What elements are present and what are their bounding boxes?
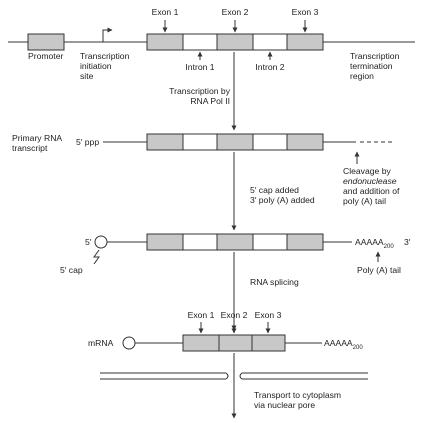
promoter-label: Promoter: [28, 51, 63, 61]
tx-init-label-2: initiation: [80, 61, 112, 71]
cleave-label-1: Cleavage by: [343, 166, 391, 176]
exon3-box: [286, 33, 324, 51]
mrna-exon2-label: Exon 2: [221, 310, 248, 320]
primary-transcript-row: Primary RNA transcript 5′ ppp Cleavage b…: [12, 133, 400, 206]
processed-exon3: [286, 233, 324, 251]
processed-exon2: [216, 233, 254, 251]
processed-intron2: [252, 233, 288, 251]
five-cap-label: 5′ cap: [60, 265, 83, 275]
mrna-label: mRNA: [88, 338, 114, 348]
processed-intron1: [182, 233, 218, 251]
cap-zigzag-pointer: [93, 249, 100, 265]
five-ppp-label: 5′ ppp: [76, 137, 99, 147]
five-prime-label: 5′: [85, 237, 92, 247]
mrna-exon3: [251, 334, 286, 352]
mrna-exon1: [182, 334, 220, 352]
gene-row: Exon 1 Exon 2 Exon 3 Promoter Transcript…: [8, 7, 415, 81]
mrna-exon3-label: Exon 3: [255, 310, 282, 320]
polyA-tail-label: Poly (A) tail: [357, 265, 401, 275]
cleave-label-3: and addition of: [343, 186, 400, 196]
exon3-label: Exon 3: [292, 7, 319, 17]
exon2-label: Exon 2: [222, 7, 249, 17]
cleave-label-2: endonuclease: [343, 176, 397, 186]
three-prime-label: 3′: [404, 237, 411, 247]
primary-label-1: Primary RNA: [12, 133, 62, 143]
cap-step-label-1: 5′ cap added: [250, 185, 299, 195]
intron1-label: Intron 1: [185, 62, 214, 72]
nuclear-envelope: [100, 372, 368, 380]
tx-init-label-1: Transcription: [80, 51, 130, 61]
five-cap-circle: [94, 235, 108, 249]
polyA-sequence: AAAAA200: [355, 237, 394, 250]
mrna-polyA: AAAAA200: [324, 338, 363, 351]
transport-label-1: Transport to cytoplasm: [254, 390, 341, 400]
mrna-exon1-label: Exon 1: [188, 310, 215, 320]
tx-term-label-2: termination: [350, 61, 393, 71]
processed-transcript-row: 5′ AAAAA200 3′ 5′ cap Poly (A) tail: [60, 233, 411, 275]
primary-label-2: transcript: [12, 143, 48, 153]
tx-init-label-3: site: [80, 71, 94, 81]
primary-exon1: [146, 133, 184, 151]
tx-term-label-1: Transcription: [350, 51, 400, 61]
exon1-label: Exon 1: [152, 7, 179, 17]
primary-intron2: [252, 133, 288, 151]
exon1-box: [146, 33, 184, 51]
primary-exon3: [286, 133, 324, 151]
exon2-box: [216, 33, 254, 51]
pol-label-1: Transcription by: [169, 86, 231, 96]
intron1-box: [182, 33, 218, 51]
splicing-label: RNA splicing: [250, 277, 299, 287]
processed-exon1: [146, 233, 184, 251]
transcription-start-arrow: [102, 27, 113, 42]
tx-term-label-3: region: [350, 71, 374, 81]
intron2-box: [252, 33, 288, 51]
primary-intron1: [182, 133, 218, 151]
intron2-label: Intron 2: [255, 62, 284, 72]
promoter-box: [27, 33, 65, 51]
transport-label-2: via nuclear pore: [254, 400, 315, 410]
mrna-exon2: [218, 334, 253, 352]
primary-exon2: [216, 133, 254, 151]
mrna-row: Exon 1 Exon 2 Exon 3 mRNA AAAAA200: [88, 310, 363, 352]
mrna-cap-circle: [122, 336, 136, 350]
cleave-label-4: poly (A) tail: [343, 196, 386, 206]
pore-left-edge: [225, 372, 229, 380]
pore-right-edge: [239, 372, 243, 380]
cap-step-label-2: 3′ poly (A) added: [250, 195, 315, 205]
pol-label-2: RNA Pol II: [190, 96, 230, 106]
